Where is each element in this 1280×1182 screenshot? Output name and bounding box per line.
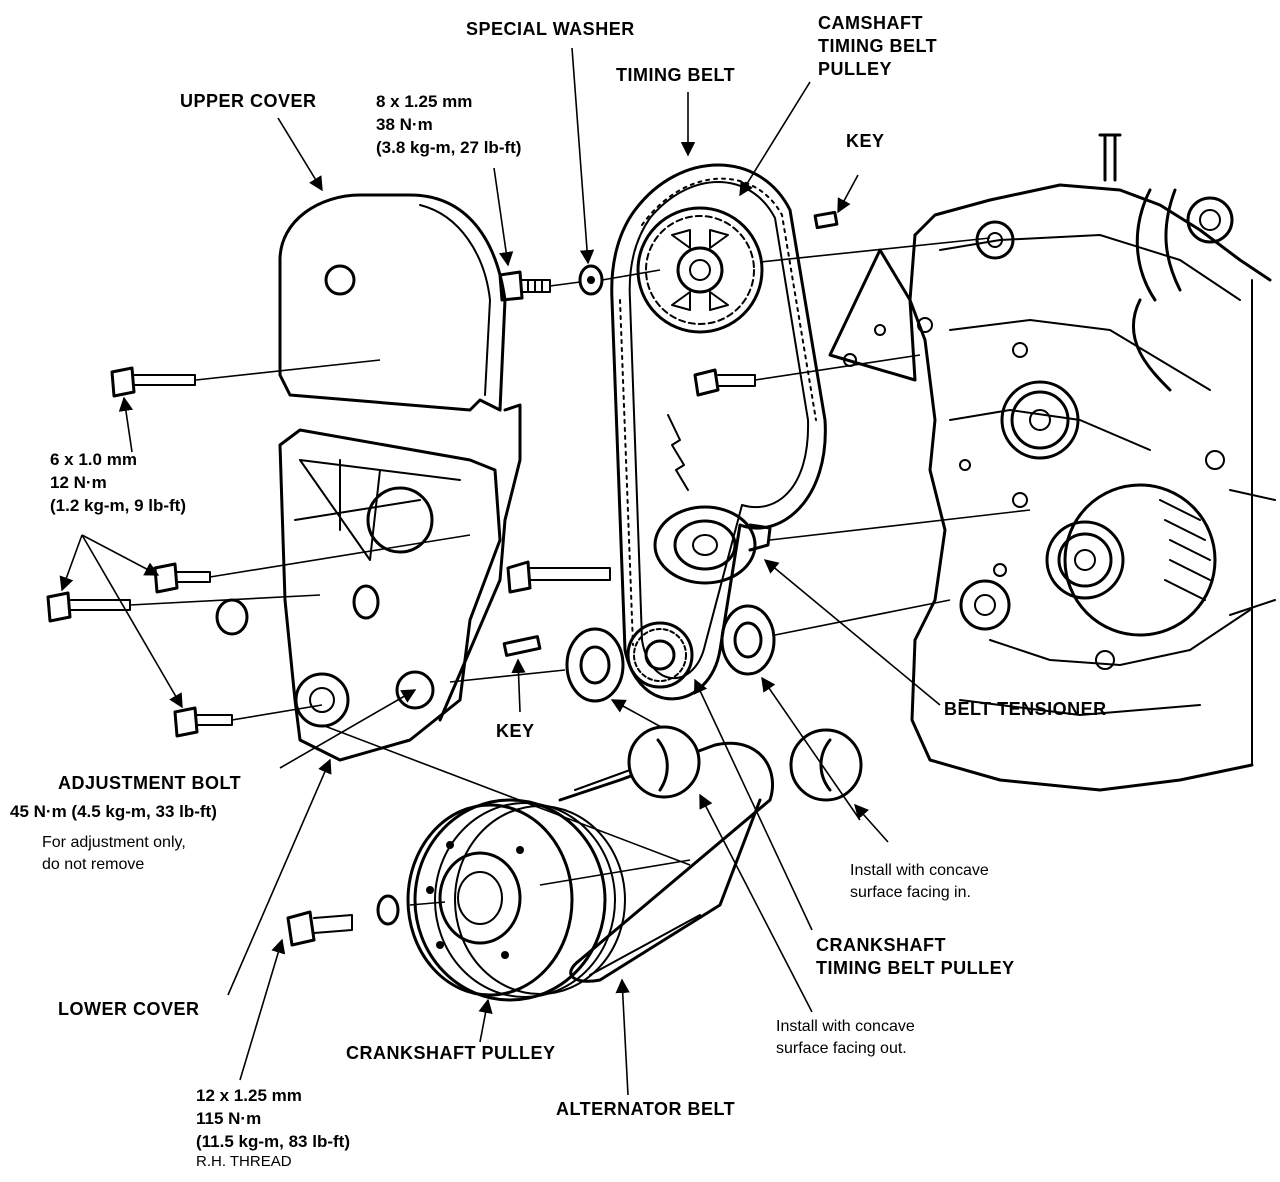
label-camshaft-timing-belt-pulley: CAMSHAFT TIMING BELT PULLEY — [818, 13, 938, 79]
label-key-camshaft: KEY — [846, 131, 885, 151]
label-concave-facing-out: Install with concave surface facing out. — [776, 1018, 915, 1057]
label-special-washer: SPECIAL WASHER — [466, 19, 635, 39]
label-key-crankshaft: KEY — [496, 721, 535, 741]
crank-pulley-washer — [376, 894, 400, 926]
alternator-belt — [558, 741, 775, 983]
cover-stud-bolt — [506, 560, 611, 594]
camshaft-timing-belt-pulley — [636, 206, 764, 334]
upper-timing-cover — [278, 193, 507, 412]
camshaft-key — [813, 210, 839, 230]
tensioner-bolt-shank — [717, 374, 756, 387]
crankshaft-timing-belt-pulley — [626, 621, 694, 689]
label-lower-cover: LOWER COVER — [58, 999, 200, 1019]
lower-cover-bolt-1 — [153, 562, 211, 594]
crankshaft-key — [502, 635, 542, 657]
label-adjustment-note: For adjustment only, do not remove — [42, 834, 186, 873]
tensioner-bolt — [693, 368, 720, 397]
label-cover-bolt-spec: 6 x 1.0 mm 12 N·m (1.2 kg-m, 9 lb-ft) — [50, 450, 187, 515]
guide-plate-detail-in — [789, 728, 863, 802]
crankshaft-pulley — [406, 798, 626, 1002]
label-crankshaft-pulley: CRANKSHAFT PULLEY — [346, 1043, 556, 1063]
tensioner-spring — [667, 414, 689, 491]
leader-lines — [59, 47, 1031, 1096]
lower-cover-bolt-3 — [173, 706, 233, 738]
camshaft-bolt — [498, 270, 551, 302]
label-crankshaft-timing-belt-pulley: CRANKSHAFT TIMING BELT PULLEY — [816, 935, 1015, 978]
label-adjustment-spec: 45 N·m (4.5 kg-m, 33 lb-ft) — [10, 802, 217, 821]
label-alternator-belt: ALTERNATOR BELT — [556, 1099, 736, 1119]
label-camshaft-bolt-spec: 8 x 1.25 mm 38 N·m (3.8 kg-m, 27 lb-ft) — [376, 92, 522, 157]
guide-plate-detail-out — [627, 725, 701, 799]
label-timing-belt: TIMING BELT — [616, 65, 736, 85]
upper-cover-bolt — [110, 366, 196, 398]
label-concave-facing-in: Install with concave surface facing in. — [850, 862, 989, 901]
guide-plate-inner — [720, 604, 776, 676]
label-belt-tensioner: BELT TENSIONER — [944, 699, 1107, 719]
label-upper-cover: UPPER COVER — [180, 91, 317, 111]
engine-block — [828, 133, 1276, 792]
label-crank-bolt-spec: 12 x 1.25 mm 115 N·m (11.5 kg-m, 83 lb-f… — [196, 1086, 350, 1170]
cover-grommet — [215, 598, 249, 636]
label-adjustment-bolt: ADJUSTMENT BOLT — [58, 773, 242, 793]
guide-plate-outer — [565, 627, 625, 703]
crank-pulley-bolt — [286, 910, 353, 947]
lower-timing-cover — [278, 403, 522, 762]
timing-belt — [610, 163, 827, 701]
belt-tensioner — [653, 505, 772, 585]
special-washer-hole — [587, 276, 595, 284]
